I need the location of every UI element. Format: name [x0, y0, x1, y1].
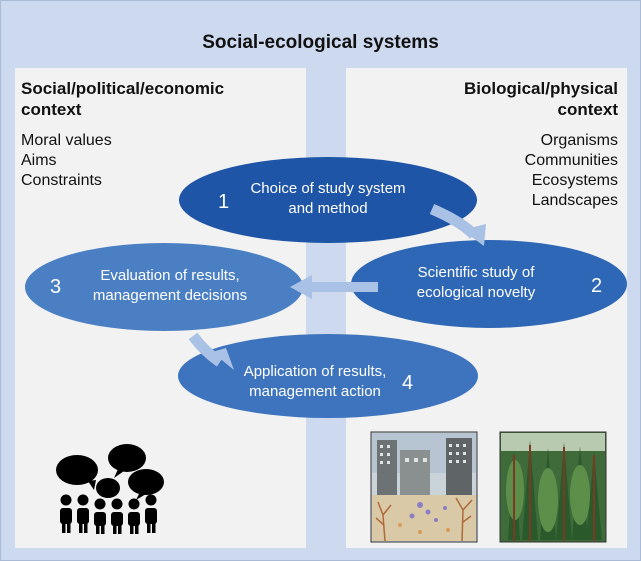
- step-2-line2: ecological novelty: [417, 284, 536, 301]
- arrow-2-to-3: [290, 275, 378, 299]
- step-1-line1: Choice of study system: [250, 180, 405, 197]
- forest-image: [499, 431, 607, 543]
- step-3-number: 3: [50, 276, 61, 298]
- social-context-heading-line2: context: [21, 100, 82, 119]
- social-context-heading-line1: Social/political/economic: [21, 79, 225, 98]
- step-3-ellipse: [25, 243, 303, 331]
- diagram-title: Social-ecological systems: [202, 32, 439, 53]
- list-item-landscapes: Landscapes: [531, 192, 618, 209]
- list-item-constraints: Constraints: [21, 172, 102, 189]
- step-2-number: 2: [591, 275, 602, 297]
- step-1-line2: and method: [288, 200, 367, 217]
- urban-novel-ecosystem-image: [370, 431, 478, 543]
- arrow-3-to-4: [188, 332, 234, 370]
- biological-context-heading-line2: context: [557, 100, 618, 119]
- step-1-number: 1: [218, 191, 229, 213]
- list-item-ecosystems: Ecosystems: [531, 172, 618, 189]
- biological-context-list: Organisms Communities Ecosystems Landsca…: [440, 131, 618, 211]
- list-item-communities: Communities: [524, 152, 618, 169]
- step-2-ellipse: [351, 240, 627, 328]
- step-4-number: 4: [402, 372, 413, 394]
- center-strip: [306, 68, 346, 548]
- step-4-line2: management action: [249, 383, 381, 400]
- list-item-organisms: Organisms: [540, 132, 618, 149]
- step-3-line1: Evaluation of results,: [100, 267, 239, 284]
- social-context-list: Moral values Aims Constraints: [21, 131, 112, 191]
- step-2-line1: Scientific study of: [418, 264, 536, 281]
- people-discussion-icon: [56, 444, 164, 534]
- step-1-ellipse: [179, 157, 477, 243]
- biological-context-heading-line1: Biological/physical: [464, 79, 618, 98]
- step-4-line1: Application of results,: [244, 363, 387, 380]
- list-item-aims: Aims: [21, 152, 57, 169]
- social-context-heading: Social/political/economic context: [21, 78, 291, 120]
- biological-context-heading: Biological/physical context: [360, 78, 618, 120]
- arrow-1-to-2: [429, 203, 486, 246]
- step-4-ellipse: [178, 334, 478, 418]
- step-3-line2: management decisions: [93, 287, 247, 304]
- list-item-moral-values: Moral values: [21, 132, 112, 149]
